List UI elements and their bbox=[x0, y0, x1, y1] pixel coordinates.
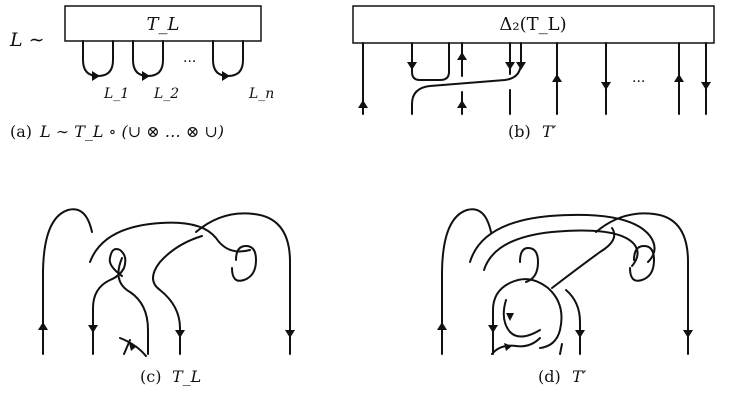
knot-d-arrow-3 bbox=[506, 313, 514, 321]
knot-c-arrow-3 bbox=[129, 343, 137, 351]
cup-1-arrow bbox=[92, 71, 100, 81]
panel-d: (d) T′ bbox=[437, 208, 693, 386]
cup-n-arrow bbox=[222, 71, 230, 81]
knot-d-strand-b bbox=[502, 299, 541, 338]
strand-b-2-arrow-top bbox=[457, 52, 467, 60]
strand-b-3-arrow bbox=[505, 62, 515, 70]
strand-b-6-arrow bbox=[674, 74, 684, 82]
knot-c-arrow-5 bbox=[285, 330, 295, 338]
panel-a-box bbox=[64, 5, 262, 42]
panel-a-box-label: T_L bbox=[147, 14, 180, 35]
strand-b-4-arrow bbox=[552, 74, 562, 82]
knot-d-right-arc bbox=[595, 212, 689, 355]
strand-b-cup-arrow bbox=[407, 62, 417, 70]
knot-c-left-arc bbox=[42, 208, 93, 355]
panel-c: (c) T_L bbox=[38, 208, 295, 386]
knot-c-arrow-4 bbox=[175, 330, 185, 338]
knot-c-band bbox=[89, 221, 251, 263]
knot-d-arrow-1 bbox=[437, 322, 447, 330]
cup-n bbox=[212, 40, 244, 77]
panel-b-box-label: Δ₂(T_L) bbox=[499, 14, 566, 35]
cup-2-arrow bbox=[142, 71, 150, 81]
strand-b-cross-arrow bbox=[516, 62, 526, 70]
knot-c-scurve-a bbox=[117, 257, 149, 355]
knot-c-scurve-b bbox=[152, 235, 203, 355]
panel-b-caption: T′ bbox=[542, 122, 557, 141]
knot-d-arrow-6 bbox=[683, 330, 693, 338]
strand-b-7-arrow bbox=[701, 82, 711, 90]
panel-d-caption: T′ bbox=[572, 367, 587, 386]
cup-2 bbox=[132, 40, 164, 77]
panel-a: L ∼ T_L ... L_1 L_2 L_n (a) L ∼ T_L ∘ (∪… bbox=[9, 5, 274, 141]
panel-b: Δ₂(T_L) ... (b) T′ bbox=[352, 5, 715, 141]
strand-b-2-arrow-bottom bbox=[457, 100, 467, 108]
knot-c-right-arc bbox=[195, 212, 291, 355]
knot-d-arrow-2 bbox=[488, 325, 498, 333]
strand-label-1: L_1 bbox=[103, 86, 129, 102]
panel-c-caption-tag: (c) bbox=[140, 367, 161, 386]
knot-d-stub bbox=[559, 343, 563, 355]
panel-a-dots: ... bbox=[183, 50, 196, 66]
strand-b-cup bbox=[411, 42, 450, 81]
knot-c-loop-1 bbox=[92, 248, 127, 355]
knot-c-loop-2 bbox=[231, 245, 257, 282]
panel-d-caption-tag: (d) bbox=[538, 367, 561, 386]
strand-label-2: L_2 bbox=[153, 86, 179, 102]
knot-c-arrow-2 bbox=[88, 325, 98, 333]
knot-d-left-arc bbox=[441, 208, 492, 355]
knot-c-arrow-1 bbox=[38, 322, 48, 330]
panel-a-prefix: L ∼ bbox=[9, 29, 45, 51]
panel-a-caption-tag: (a) bbox=[10, 122, 32, 141]
knot-d-arrow-4 bbox=[504, 343, 512, 351]
knot-d-loop-2 bbox=[629, 245, 655, 282]
strand-b-cross bbox=[411, 42, 522, 115]
knot-d-strand-a bbox=[492, 278, 563, 355]
knot-d-arrow-5 bbox=[575, 330, 585, 338]
panel-b-caption-tag: (b) bbox=[508, 122, 531, 141]
knot-d-band-outer bbox=[469, 213, 656, 263]
strand-b-5-arrow bbox=[601, 82, 611, 90]
panel-b-box bbox=[352, 5, 715, 44]
knot-d-bottom-cap bbox=[491, 337, 541, 355]
knot-d-loop-1 bbox=[519, 247, 539, 283]
panel-a-caption: L ∼ T_L ∘ (∪ ⊗ … ⊗ ∪) bbox=[39, 122, 224, 141]
knot-d-strand-d bbox=[565, 289, 581, 355]
strand-b-1-arrow bbox=[358, 100, 368, 108]
panel-b-dots: ... bbox=[632, 70, 645, 86]
strand-label-n: L_n bbox=[248, 86, 274, 102]
cup-1 bbox=[82, 40, 114, 77]
knot-d-strand-c bbox=[551, 227, 616, 289]
panel-c-caption: T_L bbox=[172, 367, 201, 386]
